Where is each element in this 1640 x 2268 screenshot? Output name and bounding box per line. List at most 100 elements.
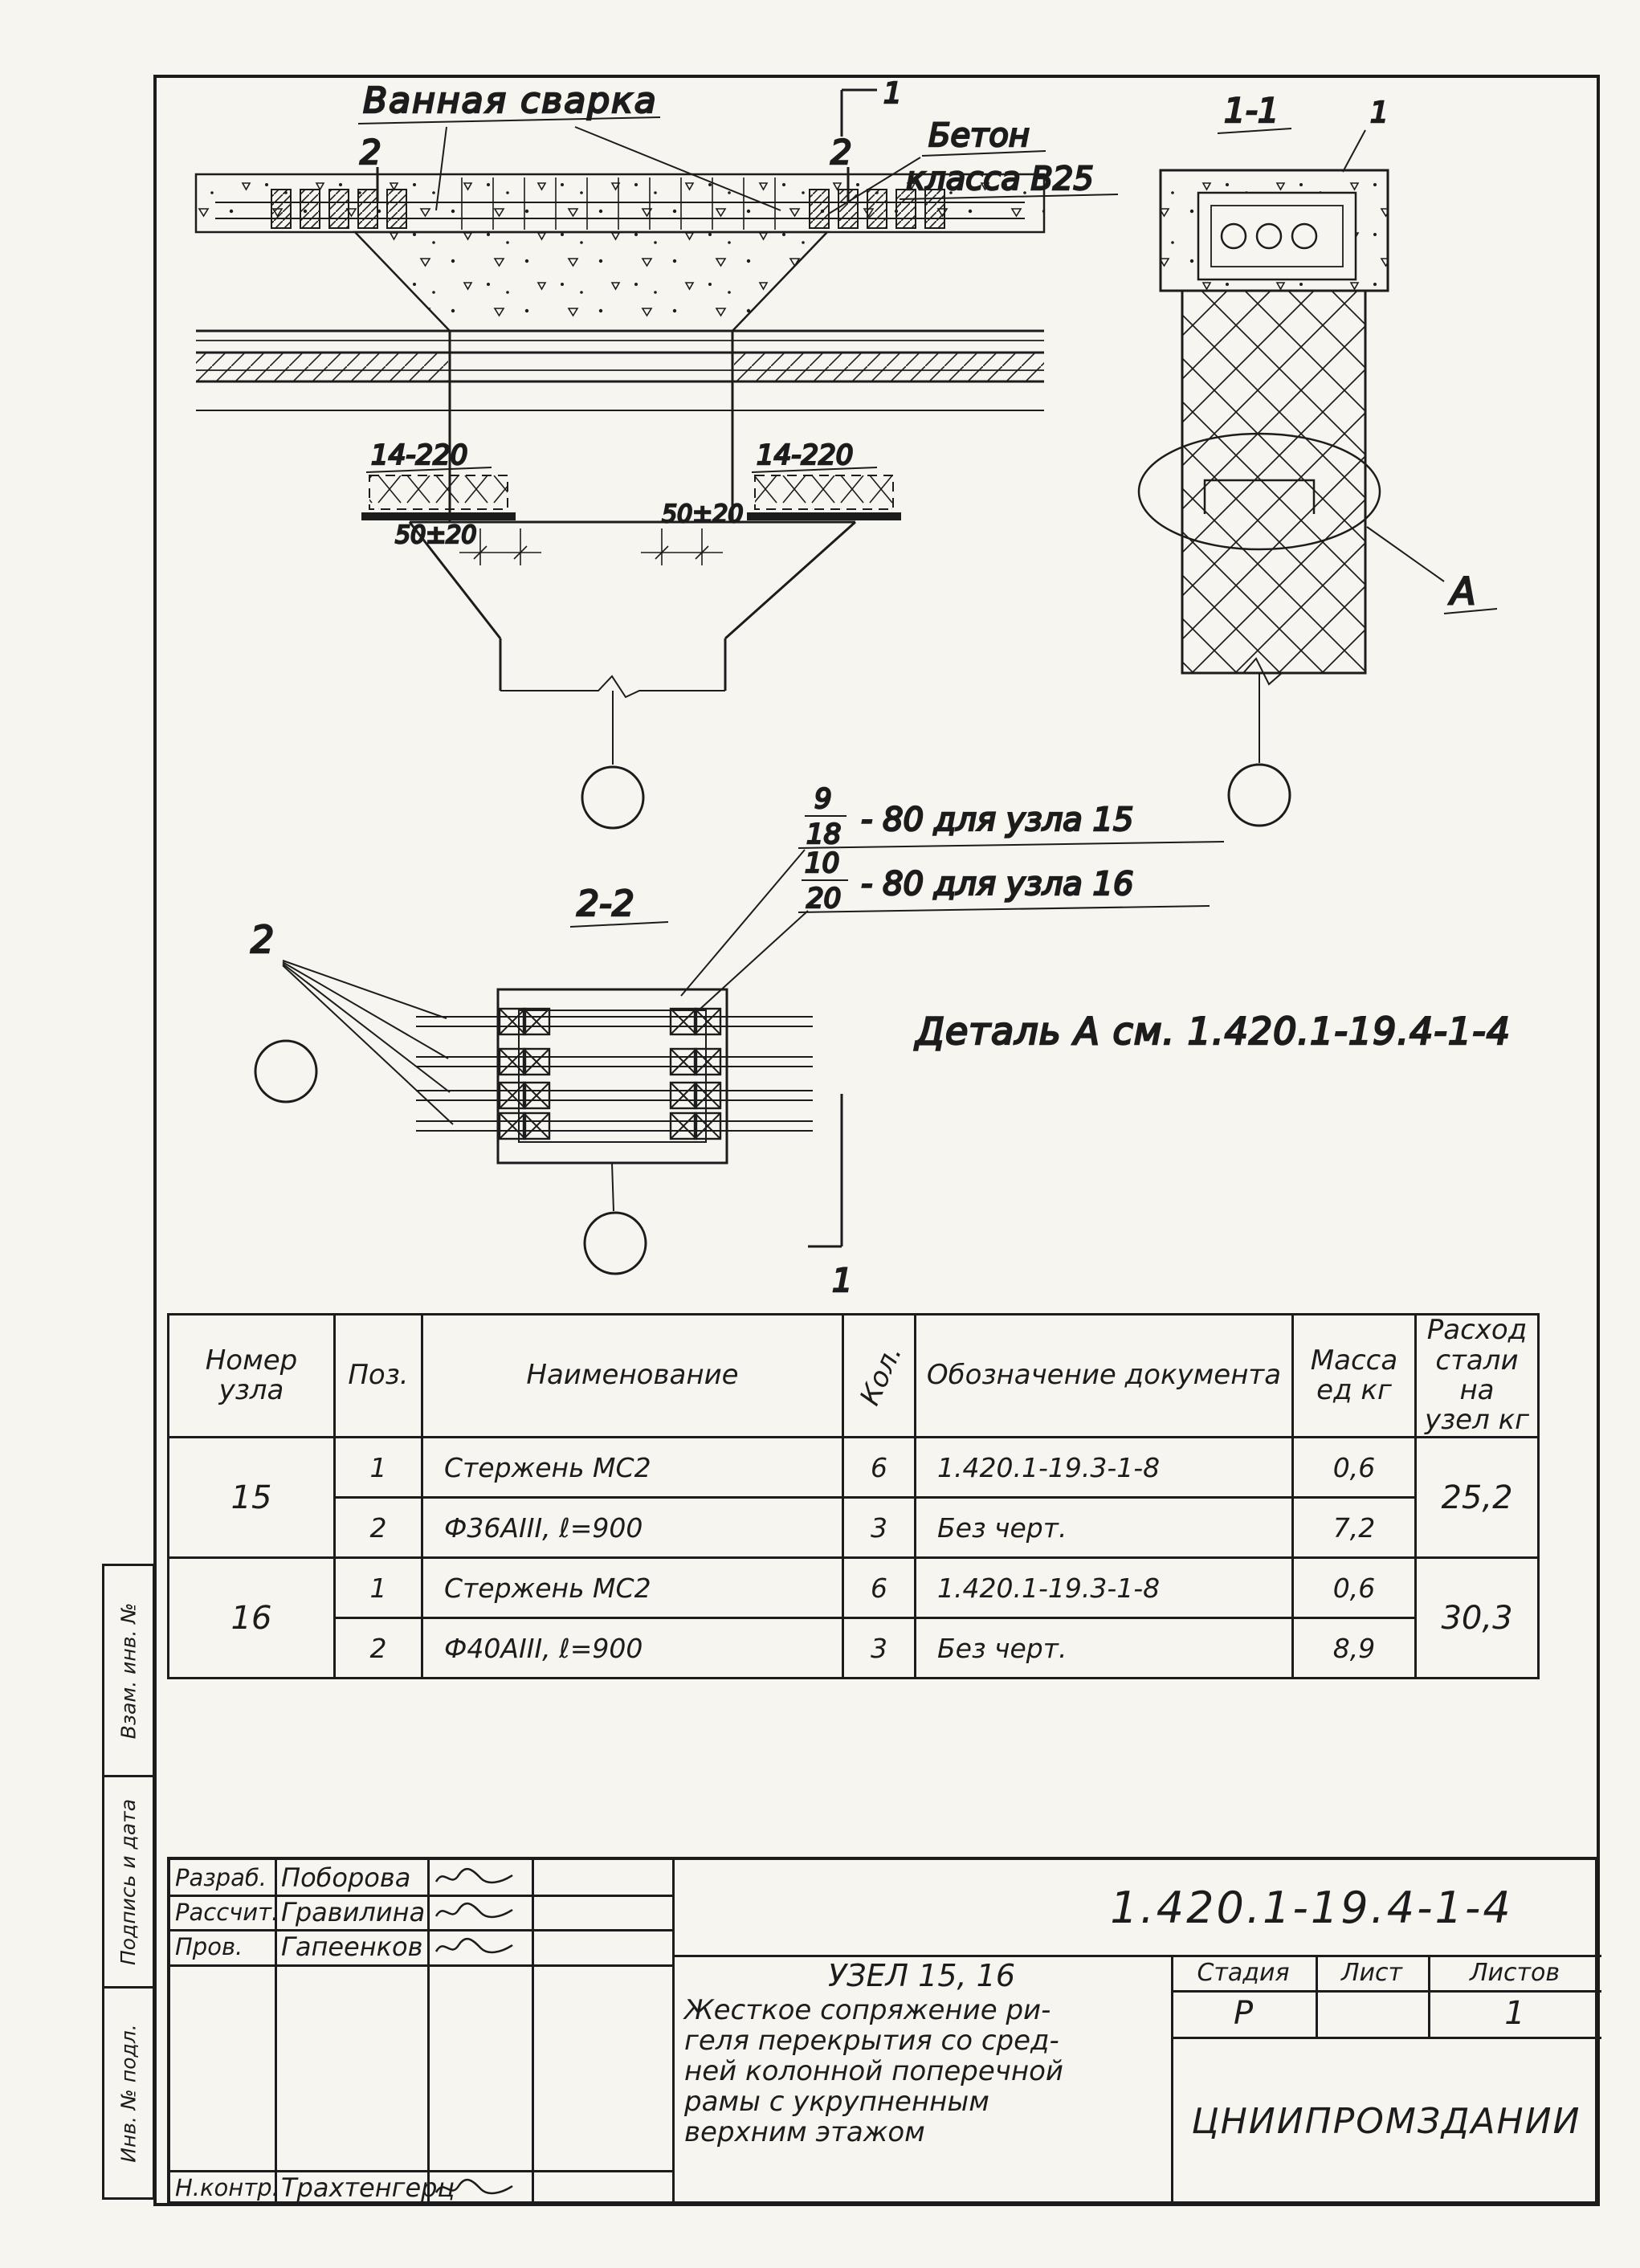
divider <box>275 1860 277 2201</box>
detail-a-oval <box>1137 432 1381 551</box>
stage-value: Р <box>1233 1995 1254 2032</box>
axis-callout-circle <box>1227 763 1291 827</box>
cut-mark-2-right-label: 2 <box>830 133 852 172</box>
divider <box>170 1964 672 1967</box>
doc-cell: Без черт. <box>914 1496 1294 1559</box>
role-label: Разраб. <box>175 1863 267 1891</box>
detail-a-label: А <box>1448 569 1475 613</box>
dim-right-label: 50±20 <box>662 500 743 528</box>
steel-cell: 25,2 <box>1414 1436 1540 1559</box>
note2-numerator: 10 <box>805 847 839 879</box>
divider <box>1316 1955 1318 2037</box>
divider <box>427 1860 430 2201</box>
doc-cell: Без черт. <box>914 1617 1294 1679</box>
doc-cell: 1.420.1-19.3-1-8 <box>914 1556 1294 1619</box>
mesh-right-label: 14-220 <box>757 439 853 471</box>
sheet-label: Лист <box>1340 1958 1403 1987</box>
bath-weld-label: Ванная сварка <box>363 80 658 121</box>
signature-squiggle <box>434 1867 513 1884</box>
pos-marker-2-label: 2 <box>251 918 274 961</box>
section-2-2: 2-2 2 9 18 - 80 для узла 1 <box>250 782 1511 1275</box>
cut-mark-2-left-label: 2 <box>360 133 381 172</box>
axis-callout-circle <box>583 1211 647 1275</box>
note1-numerator: 9 <box>814 783 832 815</box>
note1-denominator: 18 <box>806 818 841 850</box>
document-number: 1.420.1-19.4-1-4 <box>1110 1882 1513 1933</box>
stamp-vzam-inv: Взам. инв. № <box>102 1564 155 1777</box>
concrete-class-label-line1: Бетон <box>928 117 1030 154</box>
stamp-label: Подпись и дата <box>116 1798 141 1965</box>
divider <box>170 1929 672 1931</box>
person-name: Гравилина <box>281 1896 426 1927</box>
col-header-name: Наименование <box>421 1313 844 1438</box>
pos-cell: 2 <box>333 1496 423 1559</box>
axis-callout-circle <box>581 765 645 830</box>
person-name: Гапеенков <box>281 1931 423 1962</box>
steel-cell: 30,3 <box>1414 1556 1540 1679</box>
subject-line: УЗЕЛ 15, 16 <box>827 1958 1016 1993</box>
dim-left <box>459 528 541 565</box>
mass-cell: 0,6 <box>1291 1436 1417 1499</box>
name-cell: Стержень МС2 <box>421 1556 844 1619</box>
table-row: 15 1 Стержень МС2 6 1.420.1-19.3-1-8 0,6… <box>167 1436 1540 1559</box>
role-label: Пров. <box>175 1933 243 1960</box>
doc-cell: 1.420.1-19.3-1-8 <box>914 1436 1294 1499</box>
qty-cell: 3 <box>842 1617 916 1679</box>
divider <box>1171 1955 1173 2201</box>
name-cell: Ф40АIII, ℓ=900 <box>421 1617 844 1679</box>
signature-squiggle <box>434 1937 513 1954</box>
cut-mark-1-top-label: 1 <box>883 77 902 110</box>
role-label: Рассчит. <box>175 1898 279 1926</box>
section-1-1-title: 1-1 <box>1224 91 1279 130</box>
joint-stirrups <box>461 177 776 230</box>
organization-name: ЦНИИПРОМЗДАНИИ <box>1191 2100 1581 2142</box>
note2-text: - 80 для узла 16 <box>861 866 1133 903</box>
table-row: 2 Ф40АIII, ℓ=900 3 Без черт. 8,9 <box>169 1617 1539 1679</box>
divider <box>672 1955 1601 1957</box>
sheets-label: Листов <box>1469 1958 1560 1987</box>
pos-cell: 1 <box>333 1556 423 1619</box>
divider <box>672 1860 675 2201</box>
axis-callout-circle <box>254 1039 318 1103</box>
joint-bars <box>416 1016 813 1132</box>
col-header-node: Номер узла <box>167 1313 336 1438</box>
divider <box>170 2170 672 2172</box>
sheets-value: 1 <box>1504 1995 1525 2032</box>
dim-left-label: 50±20 <box>395 521 476 549</box>
sheet-frame <box>153 75 1600 2206</box>
subject-text: Жесткое сопряжение ри- геля перекрытия с… <box>684 1994 1063 2149</box>
section-1-1: 1-1 1 А <box>1137 90 1498 827</box>
note2-denominator: 20 <box>806 883 841 915</box>
section-2-2-title: 2-2 <box>577 883 634 924</box>
table-row: 16 1 Стержень МС2 6 1.420.1-19.3-1-8 0,6… <box>167 1556 1540 1679</box>
qty-cell: 6 <box>842 1436 916 1499</box>
node-number: 15 <box>167 1436 336 1559</box>
col-header-pos: Поз. <box>333 1313 423 1438</box>
margin-stamps: Взам. инв. № Подпись и дата Инв. № подл. <box>102 1564 155 2207</box>
name-cell: Стержень МС2 <box>421 1436 844 1499</box>
pos-marker-1-label: 1 <box>1370 96 1389 129</box>
name-cell: Ф36АIII, ℓ=900 <box>421 1496 844 1559</box>
table-row: 2 Ф36АIII, ℓ=900 3 Без черт. 7,2 <box>169 1496 1539 1559</box>
concrete-class-label-line2: класса В25 <box>906 161 1094 198</box>
stamp-podpis-data: Подпись и дата <box>102 1775 155 1989</box>
person-name: Поборова <box>281 1862 411 1893</box>
col-header-steel: Расход стали на узел кг <box>1414 1313 1540 1438</box>
main-joint-elevation: 14-220 14-220 50±20 50±20 2 2 <box>194 76 1119 1300</box>
mass-cell: 8,9 <box>1291 1617 1417 1679</box>
col-header-mass: Масса ед кг <box>1291 1313 1417 1438</box>
stage-label: Стадия <box>1197 1958 1290 1987</box>
stamp-label: Инв. № подл. <box>116 2023 141 2163</box>
cut-mark-1-bottom-label: 1 <box>832 1262 852 1299</box>
signature-squiggle <box>434 1902 513 1919</box>
mass-cell: 0,6 <box>1291 1556 1417 1619</box>
pos-cell: 2 <box>333 1617 423 1679</box>
mass-cell: 7,2 <box>1291 1496 1417 1559</box>
divider <box>1171 1990 1601 1993</box>
title-block: Разраб. Поборова Рассчит. Гравилина Пров… <box>167 1857 1601 2205</box>
stamp-label: Взам. инв. № <box>116 1602 141 1739</box>
node-number: 16 <box>167 1556 336 1679</box>
divider <box>532 1860 534 2201</box>
